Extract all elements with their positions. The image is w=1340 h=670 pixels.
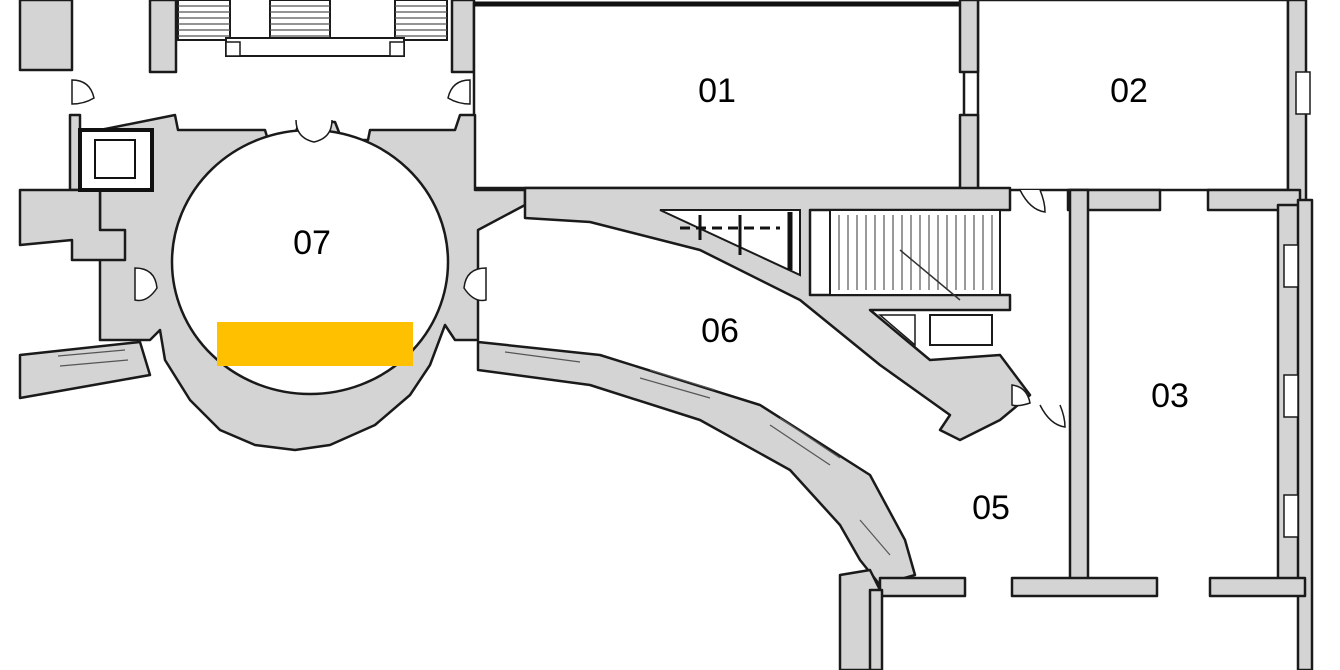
curved-facade <box>18 340 917 670</box>
room-label-03: 03 <box>1151 377 1189 415</box>
right-wing-walls <box>868 188 1314 670</box>
room-label-01: 01 <box>698 72 736 110</box>
room-label-02: 02 <box>1110 72 1148 110</box>
rotunda-07 <box>98 113 527 452</box>
top-stairs <box>177 0 448 57</box>
room-label-05: 05 <box>972 489 1010 527</box>
highlight-marker <box>217 322 413 366</box>
stair-wedge <box>523 186 1032 442</box>
room-label-06: 06 <box>701 312 739 350</box>
room-label-07: 07 <box>293 224 331 262</box>
rooms-01-02-block <box>472 0 1311 212</box>
left-annex <box>18 79 471 262</box>
